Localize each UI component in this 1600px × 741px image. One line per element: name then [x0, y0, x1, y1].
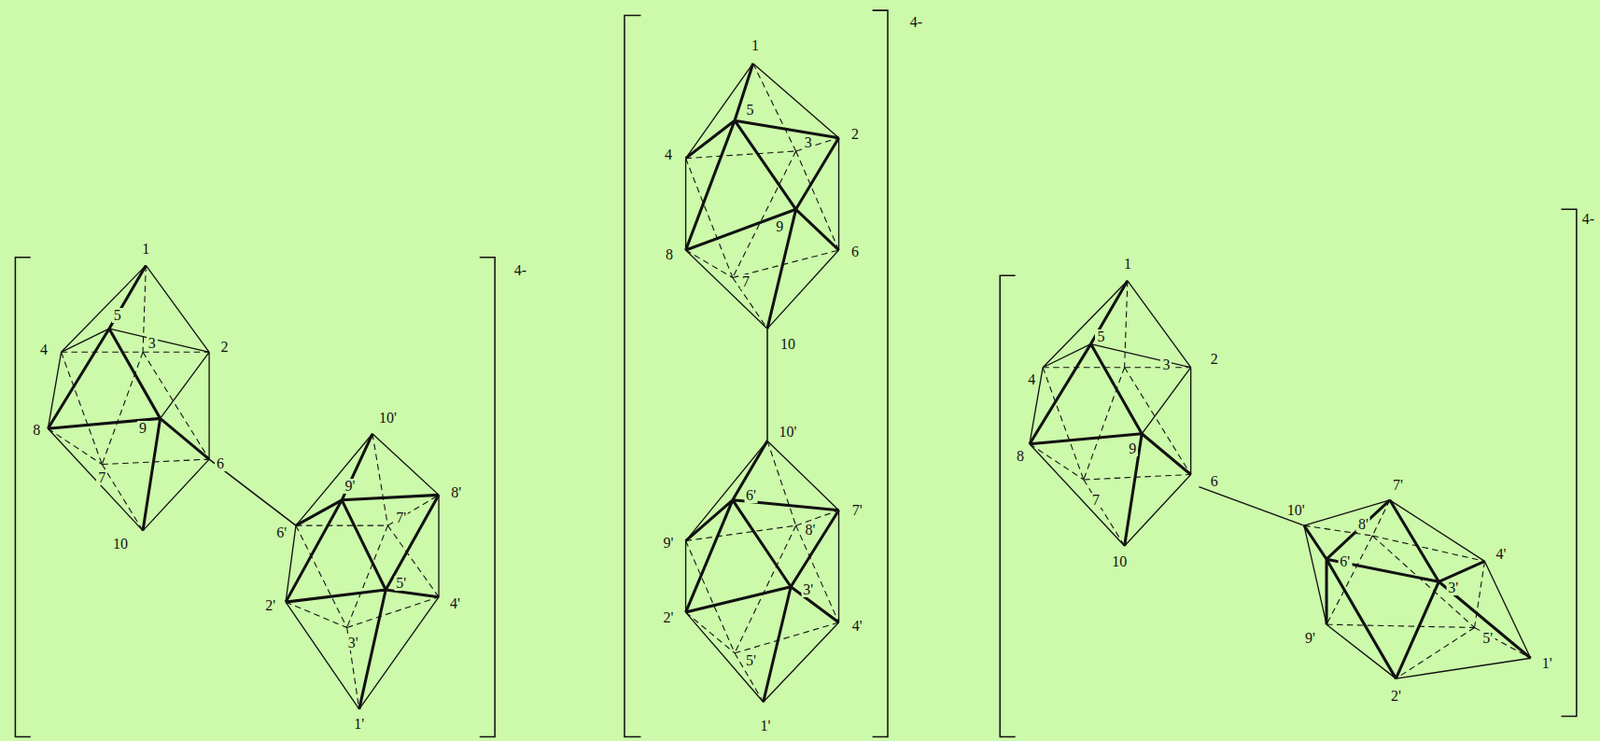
vertex-number: 1' — [1540, 656, 1555, 672]
vertex-number: 9' — [342, 478, 357, 494]
vertex-number: 6' — [743, 488, 758, 504]
vertex-number: 9 — [1126, 441, 1138, 457]
vertex-number: 5' — [393, 575, 408, 591]
vertex-number: 10' — [1285, 503, 1307, 519]
bracket — [624, 10, 888, 737]
vertex-number: 6 — [214, 456, 226, 472]
vertex-number: 1 — [1122, 256, 1134, 272]
vertex-number: 3' — [346, 635, 361, 651]
vertex-number: 4 — [1025, 372, 1038, 388]
bond — [766, 328, 769, 441]
vertex-number: 6' — [274, 525, 289, 541]
vertex-number: 7 — [740, 274, 752, 290]
vertex-number: 10 — [1109, 554, 1129, 570]
vertex-number: 2 — [1208, 351, 1221, 367]
vertex-number: 7 — [1090, 492, 1102, 508]
vertex-number: 5 — [1094, 329, 1107, 345]
vertex-number: 3' — [1445, 580, 1460, 596]
vertex-number: 9' — [1303, 631, 1318, 646]
cage — [686, 63, 840, 329]
vertex-number: 1' — [351, 716, 366, 732]
vertex-number: 8 — [663, 247, 675, 263]
vertex-number: 2 — [849, 126, 861, 142]
vertex-number: 7' — [850, 503, 865, 519]
vertex-number: 1 — [749, 38, 761, 54]
vertex-number: 4' — [1494, 547, 1509, 562]
vertex-number: 4 — [662, 147, 674, 163]
vertex-number: 7' — [393, 510, 408, 526]
vertex-number: 8 — [30, 422, 43, 438]
bracket — [14, 257, 495, 738]
cage — [1029, 280, 1192, 547]
vertex-number: 1' — [757, 718, 772, 734]
vertex-number: 2 — [218, 339, 230, 355]
vertex-number: 8' — [449, 485, 464, 501]
cage — [686, 440, 840, 702]
vertex-number: 3 — [1160, 357, 1172, 373]
vertex-number: 3 — [146, 336, 158, 351]
vertex-number: 10' — [377, 410, 399, 426]
vertex-number: 1 — [140, 241, 152, 257]
vertex-number: 5 — [743, 102, 756, 118]
vertex-number: 2' — [1389, 688, 1404, 704]
vertex-number: 10' — [776, 424, 799, 440]
vertex-number: 10 — [111, 536, 130, 552]
vertex-number: 5' — [1480, 631, 1495, 646]
vertex-number: 9 — [137, 421, 149, 436]
vertex-number: 6 — [849, 244, 861, 260]
cage — [47, 265, 210, 531]
vertex-number: 6 — [1208, 474, 1221, 490]
vertex-number: 3 — [802, 135, 815, 151]
vertex-number: 4 — [38, 342, 50, 358]
vertex-number: 2' — [661, 610, 676, 626]
cage — [1304, 500, 1531, 679]
vertex-number: 4' — [448, 596, 463, 612]
vertex-number: 8 — [1014, 449, 1026, 464]
vertex-number: 5 — [112, 308, 124, 323]
vertex-number: 2' — [263, 598, 278, 614]
cage — [285, 434, 439, 710]
vertex-number: 8' — [1356, 517, 1371, 533]
charge-label: 4- — [908, 14, 925, 30]
vertex-number: 9 — [773, 219, 786, 235]
vertex-number: 4' — [850, 618, 865, 634]
vertex-number: 3' — [800, 582, 815, 598]
charge-label: 4- — [512, 263, 529, 279]
vertex-number: 8' — [802, 522, 817, 538]
vertex-number: 7 — [96, 470, 108, 486]
bracket — [999, 209, 1577, 737]
charge-label: 4- — [1580, 211, 1597, 227]
vertex-number: 9' — [661, 535, 676, 551]
vertex-number: 10 — [778, 336, 798, 352]
vertex-number: 7' — [1390, 477, 1405, 493]
vertex-number: 6' — [1337, 554, 1352, 570]
vertex-number: 5' — [743, 653, 758, 669]
